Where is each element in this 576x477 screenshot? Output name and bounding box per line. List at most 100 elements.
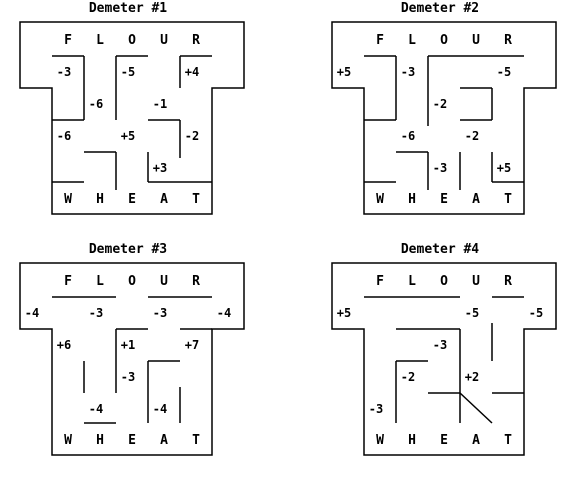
puzzle-title: Demeter #3 <box>89 242 167 257</box>
bottom-letter: E <box>440 192 448 207</box>
maze-outline <box>19 262 245 456</box>
step-value: +5 <box>337 306 351 320</box>
step-value: +5 <box>497 161 511 175</box>
step-value: -5 <box>529 306 543 320</box>
step-value: +3 <box>153 161 167 175</box>
step-value: -5 <box>465 306 479 320</box>
top-letter: R <box>504 274 512 289</box>
top-word: F L O U R <box>64 274 200 289</box>
step-value: +7 <box>185 338 199 352</box>
bottom-letter: W <box>376 192 384 207</box>
bottom-letter: H <box>96 433 104 448</box>
bottom-letter: E <box>128 433 136 448</box>
top-letter: L <box>408 274 416 289</box>
bottom-letter: A <box>160 433 168 448</box>
step-value: +5 <box>337 65 351 79</box>
top-letter: F <box>64 33 72 48</box>
top-letter: U <box>472 33 480 48</box>
top-letter: L <box>96 274 104 289</box>
top-letter: L <box>408 33 416 48</box>
step-value: -2 <box>465 129 479 143</box>
top-letter: U <box>160 274 168 289</box>
step-value: -4 <box>89 402 103 416</box>
bottom-letter: W <box>376 433 384 448</box>
step-value: -2 <box>433 97 447 111</box>
step-value: -4 <box>153 402 167 416</box>
step-value: -6 <box>401 129 415 143</box>
bottom-letter: T <box>192 192 200 207</box>
puzzle-title: Demeter #2 <box>401 1 479 16</box>
top-letter: R <box>192 33 200 48</box>
step-value: -3 <box>89 306 103 320</box>
step-value: -2 <box>401 370 415 384</box>
step-value: -6 <box>57 129 71 143</box>
step-value: -3 <box>121 370 135 384</box>
step-value: -3 <box>57 65 71 79</box>
step-value: +4 <box>185 65 199 79</box>
bottom-letter: T <box>504 433 512 448</box>
puzzle-3: Demeter #3 F L O U R W H E A T <box>19 242 245 456</box>
bottom-letter: T <box>192 433 200 448</box>
step-value: -2 <box>185 129 199 143</box>
step-value: -4 <box>25 306 39 320</box>
maze-outline <box>331 21 557 215</box>
step-value: -6 <box>89 97 103 111</box>
top-word: F L O U R <box>64 33 200 48</box>
top-letter: O <box>440 33 448 48</box>
top-letter: O <box>128 33 136 48</box>
bottom-word: W H E A T <box>64 192 200 207</box>
bottom-word: W H E A T <box>64 433 200 448</box>
puzzle-title: Demeter #4 <box>401 242 479 257</box>
step-value: +6 <box>57 338 71 352</box>
top-letter: F <box>376 274 384 289</box>
bottom-letter: A <box>472 433 480 448</box>
step-value: -1 <box>153 97 167 111</box>
bottom-letter: H <box>408 433 416 448</box>
maze-outline <box>331 262 557 456</box>
step-value: -3 <box>433 161 447 175</box>
top-letter: U <box>472 274 480 289</box>
bottom-letter: E <box>128 192 136 207</box>
step-value: -3 <box>433 338 447 352</box>
step-value: -4 <box>217 306 231 320</box>
bottom-letter: A <box>160 192 168 207</box>
bottom-letter: H <box>408 192 416 207</box>
top-letter: F <box>376 33 384 48</box>
puzzle-4: Demeter #4 F L O U R W H E A T <box>331 242 557 456</box>
bottom-letter: A <box>472 192 480 207</box>
step-values: +5 -5 -5 -3 -2 +2 -3 <box>337 306 543 416</box>
step-value: -5 <box>497 65 511 79</box>
top-word: F L O U R <box>376 33 512 48</box>
top-letter: L <box>96 33 104 48</box>
bottom-letter: W <box>64 192 72 207</box>
step-value: +2 <box>465 370 479 384</box>
top-letter: U <box>160 33 168 48</box>
maze-walls <box>52 296 212 424</box>
top-letter: R <box>504 33 512 48</box>
step-values: -4 -3 -3 -4 +6 +1 +7 -3 -4 -4 <box>25 306 231 416</box>
bottom-word: W H E A T <box>376 433 512 448</box>
top-word: F L O U R <box>376 274 512 289</box>
bottom-letter: E <box>440 433 448 448</box>
puzzle-title: Demeter #1 <box>89 1 167 16</box>
bottom-word: W H E A T <box>376 192 512 207</box>
maze-walls <box>364 296 524 424</box>
puzzle-1: Demeter #1 F L O U R W <box>19 1 245 215</box>
step-value: -3 <box>401 65 415 79</box>
bottom-letter: H <box>96 192 104 207</box>
bottom-letter: W <box>64 433 72 448</box>
maze-walls <box>364 55 524 190</box>
top-letter: O <box>440 274 448 289</box>
step-value: -3 <box>369 402 383 416</box>
step-values: -3 -5 +4 -6 -1 -6 +5 -2 +3 <box>57 65 199 175</box>
maze-outline <box>19 21 245 215</box>
step-values: +5 -3 -5 -2 -6 -2 -3 +5 <box>337 65 511 175</box>
step-value: +1 <box>121 338 135 352</box>
step-value: +5 <box>121 129 135 143</box>
top-letter: O <box>128 274 136 289</box>
step-value: -3 <box>153 306 167 320</box>
puzzle-2: Demeter #2 F L O U R W H <box>331 1 557 215</box>
maze-walls <box>52 55 212 190</box>
top-letter: F <box>64 274 72 289</box>
